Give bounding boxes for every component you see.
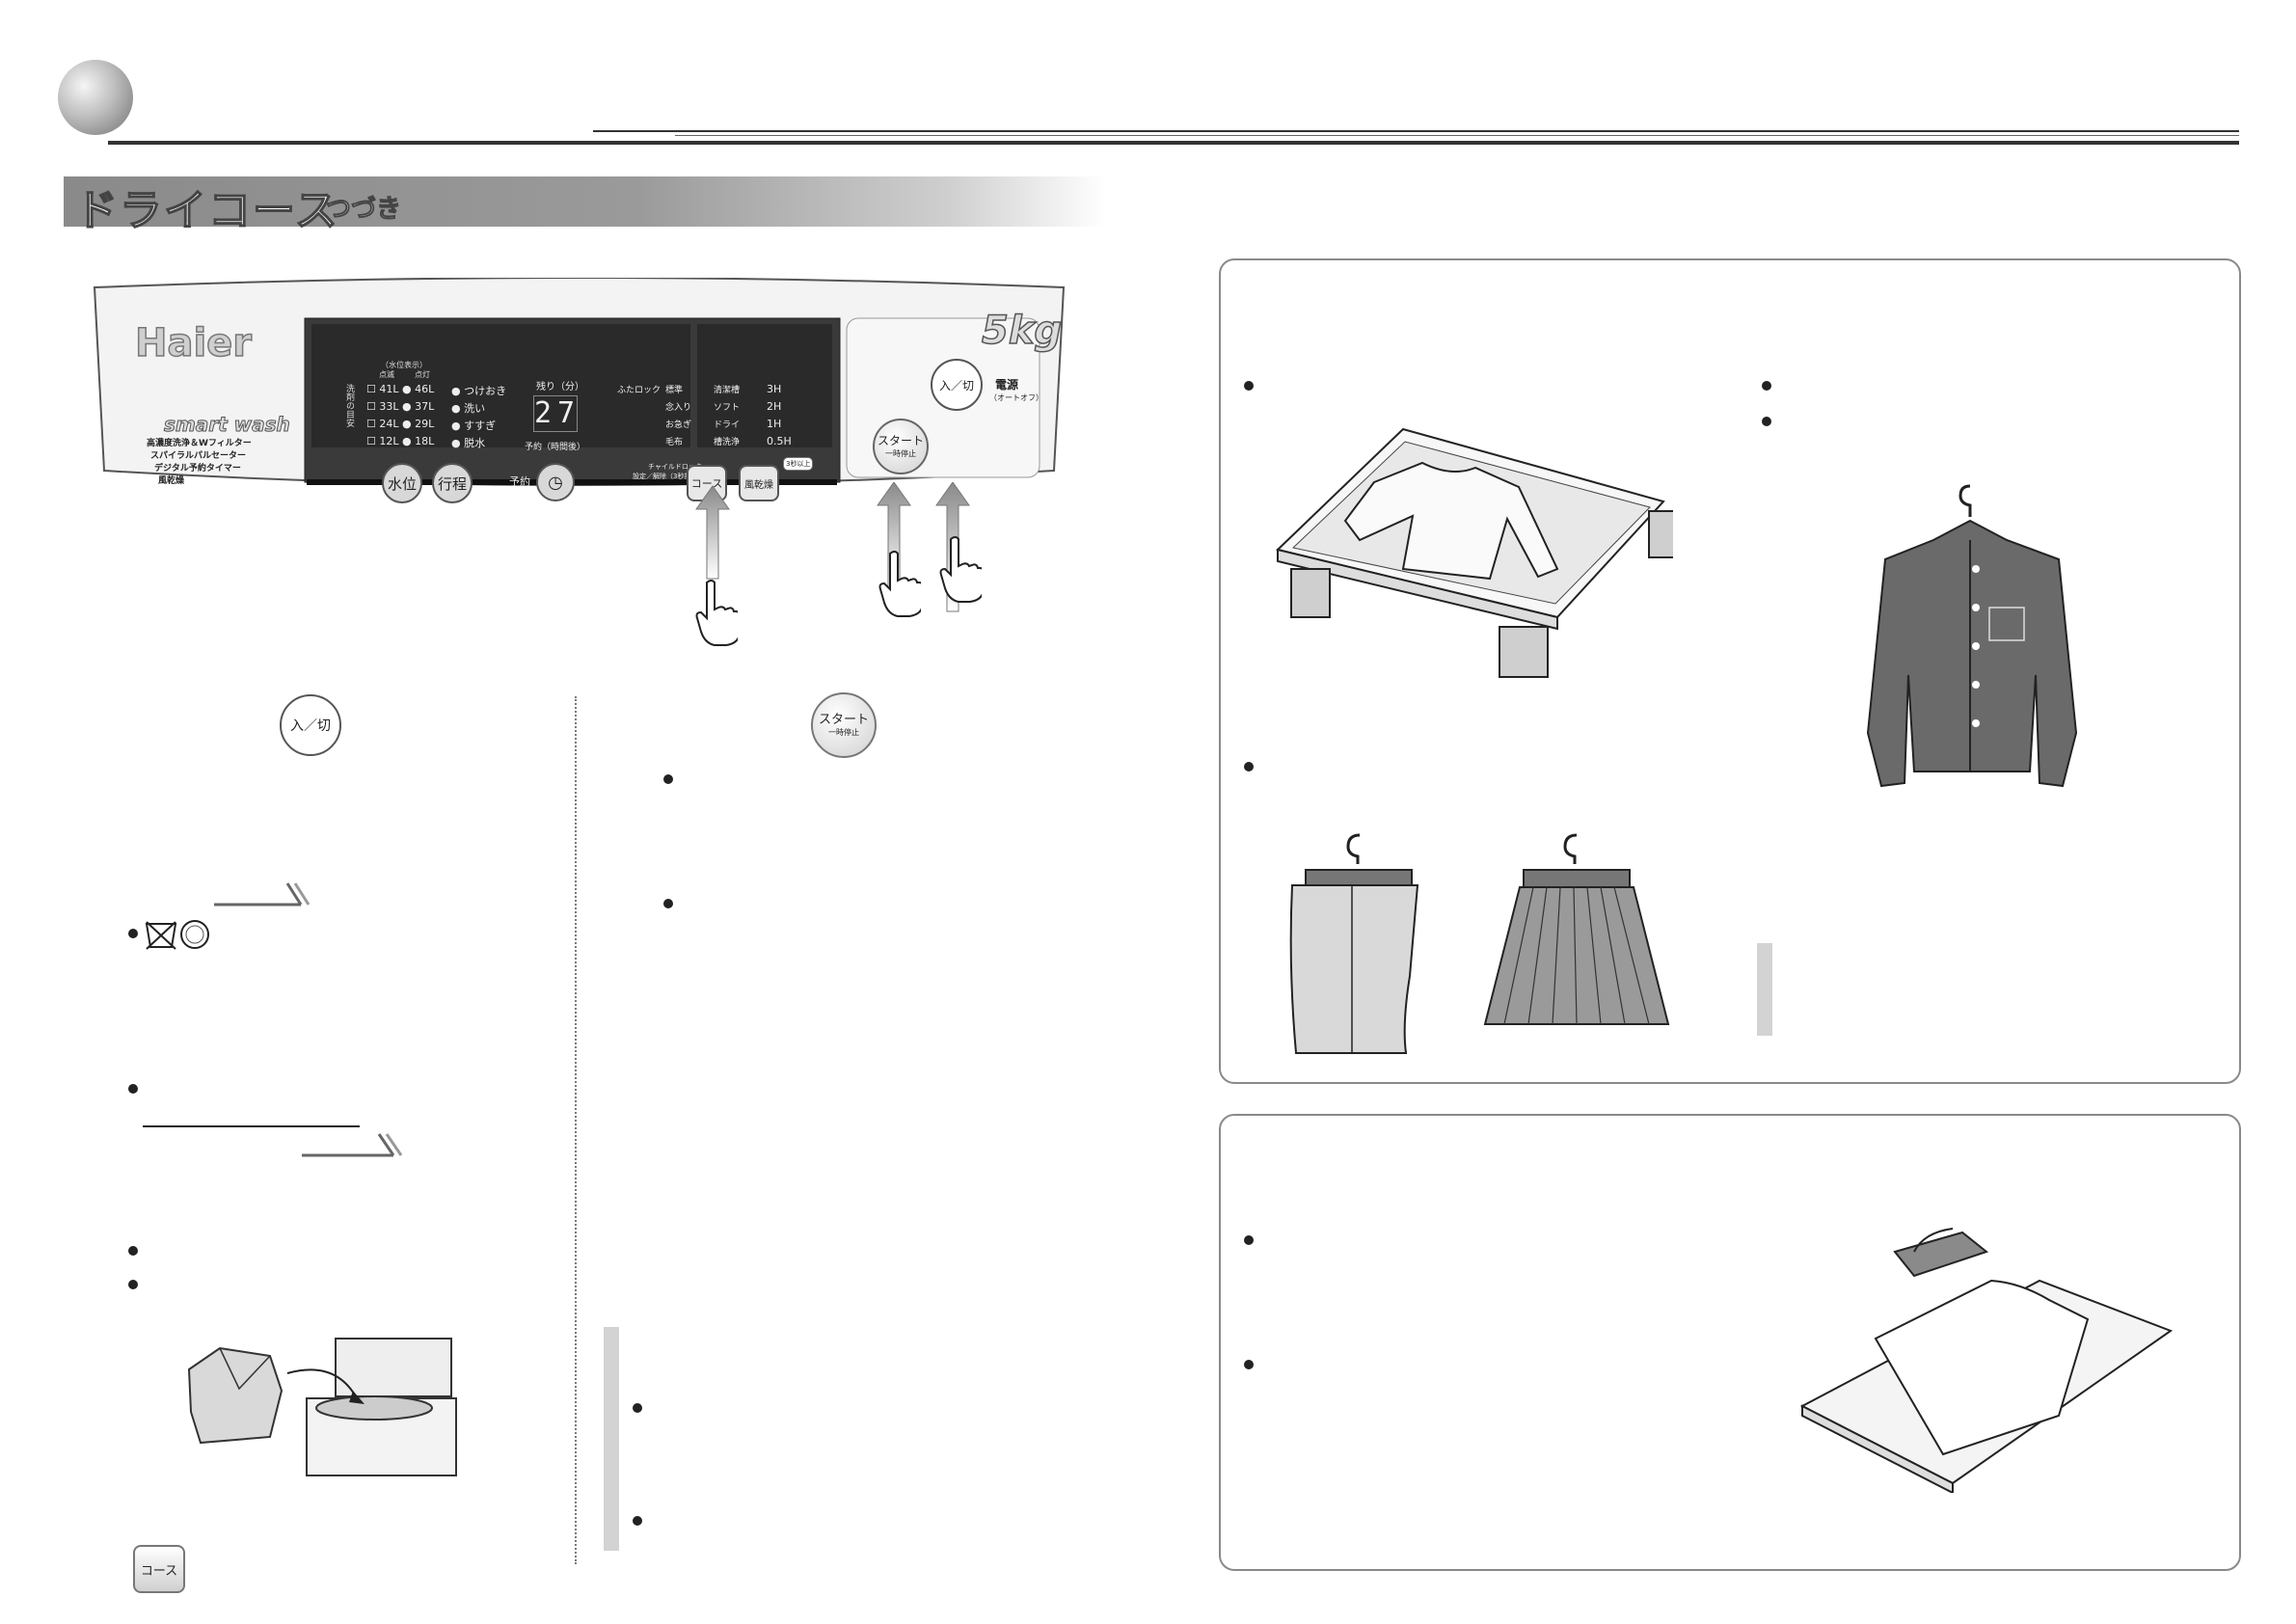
feature-2: スパイラルパルセーター (150, 451, 247, 461)
process-step-2: ● 洗い (451, 402, 486, 415)
remaining-label: 残り（分） (536, 382, 584, 392)
water-level-button[interactable]: 水位 (382, 463, 422, 503)
trousers-hanging-illustration (1289, 833, 1419, 1054)
course-right-3: ドライ (714, 420, 741, 430)
bullet (128, 929, 138, 938)
hand-pointer-icon-2 (878, 551, 921, 617)
process-step-4: ● 脱水 (451, 437, 486, 449)
process-button[interactable]: 行程 (432, 463, 473, 503)
dry-button[interactable]: 風乾燥 (739, 465, 779, 501)
section-title: ドライコース (74, 185, 339, 236)
bullet (128, 1280, 138, 1289)
water-side-label: 洗剤の目安 (344, 384, 354, 427)
power-sub: （オートオフ） (989, 393, 1043, 402)
power-button[interactable]: 入／切 (931, 359, 983, 411)
bullet (663, 774, 673, 784)
sweater-flat-dry-illustration (1275, 427, 1673, 678)
course-left-3: お急ぎ (665, 420, 692, 430)
feature-4: 風乾燥 (158, 476, 185, 486)
dry-time-3: 1H (767, 418, 782, 430)
bullet (128, 1246, 138, 1256)
capacity-logo: 5kg (981, 308, 1063, 354)
feature-1: 高濃度洗浄＆Wフィルター (147, 439, 252, 448)
bullet (1244, 381, 1254, 391)
bullet (663, 899, 673, 908)
skirt-hanging-illustration (1483, 833, 1670, 1025)
remaining-display: 27 (533, 395, 581, 432)
process-step-1: ● つけおき (451, 385, 507, 397)
column-divider (575, 696, 577, 1564)
hand-pointer-icon-3 (939, 536, 982, 603)
water-header: （水位表示） (381, 361, 427, 369)
course-icon-button: コース (133, 1545, 185, 1593)
header-circle-icon (58, 60, 133, 135)
section-subtitle: つづき (325, 195, 402, 225)
bullet (1244, 762, 1254, 771)
course-right-1: 清潔槽 (714, 386, 741, 395)
start-icon-button: スタート 一時停止 (811, 692, 877, 758)
bullet (128, 1084, 138, 1094)
hand-pointer-icon (695, 580, 738, 646)
course-right-4: 槽洗浄 (714, 438, 741, 447)
child-lock-sub: 設定／解除（3秒押し） (633, 473, 705, 480)
power-label: 電源 (995, 378, 1019, 392)
water-level-1: ☐ 41L ● 46L (366, 383, 435, 395)
dry-time-4: 0.5H (767, 435, 792, 447)
reserve-label: 予約（時間後） (525, 443, 586, 452)
bullet (633, 1516, 642, 1526)
water-level-2: ☐ 33L ● 37L (366, 400, 435, 413)
start-button[interactable]: スタート 一時停止 (873, 419, 929, 474)
course-right-2: ソフト (714, 403, 741, 413)
water-small-header: 点滅 (379, 370, 394, 379)
ironing-jacket-illustration (1799, 1228, 2174, 1493)
child-lock-label: チャイルドロック (648, 463, 702, 471)
reserve-button-label: 予約 (509, 475, 530, 488)
dry-time-2: 2H (767, 400, 782, 413)
laundry-into-washer-illustration (187, 1338, 457, 1476)
bullet (1762, 381, 1771, 391)
control-panel (85, 278, 1073, 519)
course-left-1: 標準 (665, 386, 684, 395)
jacket-hanging-illustration (1866, 484, 2078, 788)
clock-icon: ◷ (548, 472, 563, 493)
dry-button-tag: 3秒以上 (783, 457, 814, 471)
start-button-sub: 一時停止 (885, 449, 916, 458)
water-level-4: ☐ 12L ● 18L (366, 435, 435, 447)
water-level-3: ☐ 24L ● 29L (366, 418, 435, 430)
brand-logo: Haier (134, 320, 253, 366)
course-left-2: 念入り (665, 403, 692, 413)
feature-3: デジタル予約タイマー (154, 464, 241, 474)
reserve-button[interactable]: ◷ (536, 463, 575, 501)
lid-lock-label: ふたロック (617, 386, 662, 395)
bullet (1762, 417, 1771, 426)
water-lit-header: 点灯 (415, 370, 430, 379)
underline-rule (143, 1125, 360, 1127)
double-arrow-icon (214, 882, 311, 907)
power-icon-button: 入／切 (280, 694, 341, 756)
double-arrow-icon (302, 1133, 403, 1157)
process-step-3: ● すすぎ (451, 420, 497, 432)
header-rule-thin (593, 130, 2239, 132)
bullet (633, 1403, 642, 1413)
header-rule (108, 141, 2239, 145)
bullet (1244, 1235, 1254, 1245)
start-icon-label: スタート (818, 713, 869, 727)
no-wash-symbol-icon (145, 920, 209, 950)
smart-wash-logo: smart wash (164, 413, 291, 437)
note-bar (604, 1327, 619, 1551)
start-button-label: スタート (877, 434, 924, 447)
start-icon-sub: 一時停止 (828, 728, 859, 737)
header-rule-thin-2 (675, 135, 2239, 136)
dry-time-1: 3H (767, 383, 782, 395)
note-bar (1757, 943, 1772, 1036)
course-left-4: 毛布 (665, 438, 684, 447)
section-title-band (64, 176, 1105, 227)
bullet (1244, 1360, 1254, 1369)
